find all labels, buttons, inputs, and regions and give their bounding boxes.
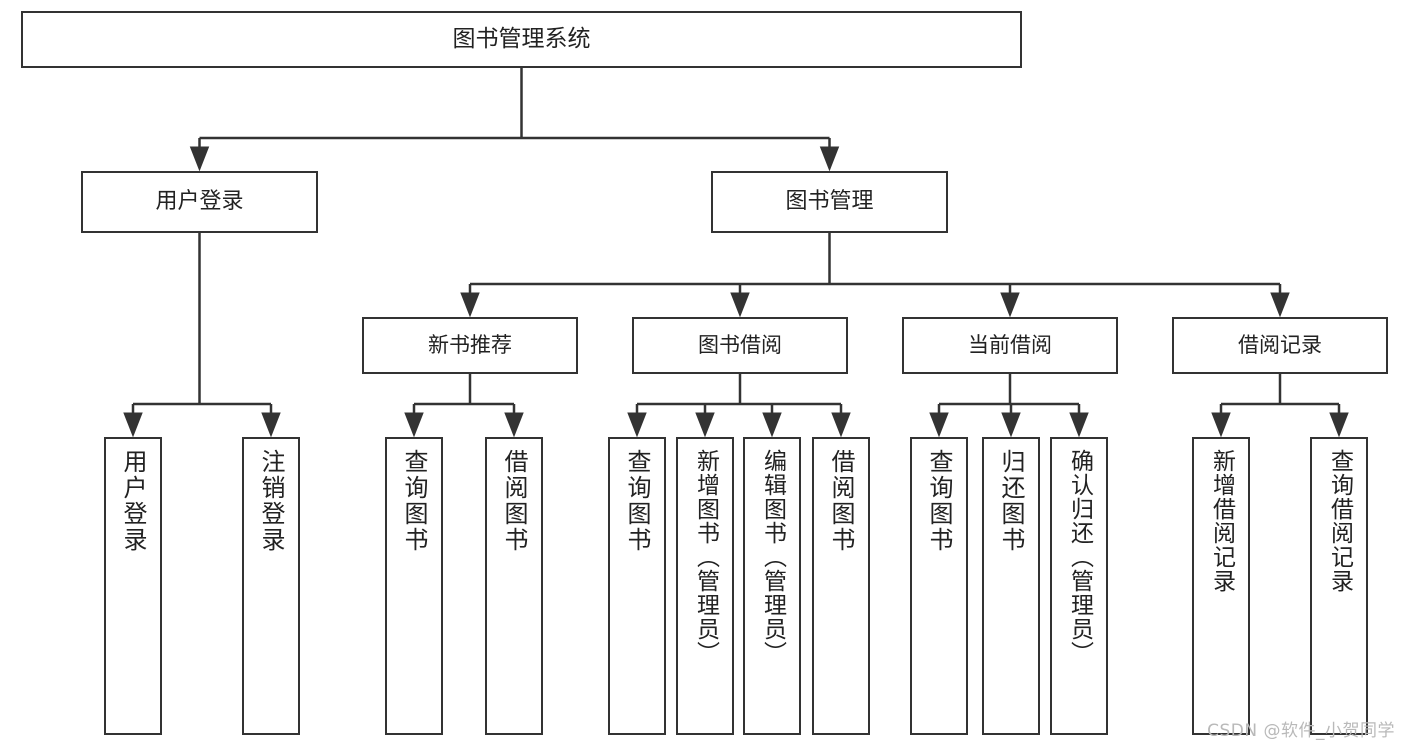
- node-root[interactable]: 图书管理系统: [21, 11, 1022, 68]
- node-current[interactable]: 当前借阅: [902, 317, 1118, 374]
- node-records[interactable]: 借阅记录: [1172, 317, 1388, 374]
- node-l-logout[interactable]: 注销登录: [242, 437, 300, 735]
- node-l-query3[interactable]: 查询图书: [910, 437, 968, 735]
- node-l-query1[interactable]: 查询图书: [385, 437, 443, 735]
- node-label: 新书推荐: [428, 333, 512, 358]
- node-l-borrow2[interactable]: 借阅图书: [812, 437, 870, 735]
- node-label: 注销登录: [257, 449, 285, 553]
- node-label: 查询图书: [623, 449, 651, 553]
- node-l-edit[interactable]: 编辑图书（管理员）: [743, 437, 801, 735]
- node-l-query2[interactable]: 查询图书: [608, 437, 666, 735]
- node-label: 确认归还（管理员）: [1066, 449, 1093, 665]
- node-l-borrow1[interactable]: 借阅图书: [485, 437, 543, 735]
- node-bookmgmt[interactable]: 图书管理: [711, 171, 948, 233]
- node-label: 借阅记录: [1238, 333, 1322, 358]
- node-l-add[interactable]: 新增图书（管理员）: [676, 437, 734, 735]
- node-label: 图书管理: [785, 189, 874, 215]
- node-label: 查询借阅记录: [1326, 449, 1353, 593]
- node-label: 新增图书（管理员）: [692, 449, 719, 665]
- node-l-queryrec[interactable]: 查询借阅记录: [1310, 437, 1368, 735]
- node-label: 用户登录: [119, 449, 147, 553]
- node-label: 编辑图书（管理员）: [759, 449, 786, 665]
- node-l-confirm[interactable]: 确认归还（管理员）: [1050, 437, 1108, 735]
- node-label: 新增借阅记录: [1208, 449, 1235, 593]
- node-label: 归还图书: [997, 449, 1025, 553]
- node-login[interactable]: 用户登录: [81, 171, 318, 233]
- node-label: 查询图书: [400, 449, 428, 553]
- node-newbooks[interactable]: 新书推荐: [362, 317, 578, 374]
- node-label: 图书管理系统: [452, 25, 591, 52]
- node-l-addrec[interactable]: 新增借阅记录: [1192, 437, 1250, 735]
- node-label: 借阅图书: [827, 449, 855, 553]
- node-label: 当前借阅: [968, 333, 1052, 358]
- node-label: 图书借阅: [698, 333, 782, 358]
- node-l-return[interactable]: 归还图书: [982, 437, 1040, 735]
- node-borrow[interactable]: 图书借阅: [632, 317, 848, 374]
- node-label: 用户登录: [155, 189, 244, 215]
- node-label: 借阅图书: [500, 449, 528, 553]
- node-label: 查询图书: [925, 449, 953, 553]
- node-l-login[interactable]: 用户登录: [104, 437, 162, 735]
